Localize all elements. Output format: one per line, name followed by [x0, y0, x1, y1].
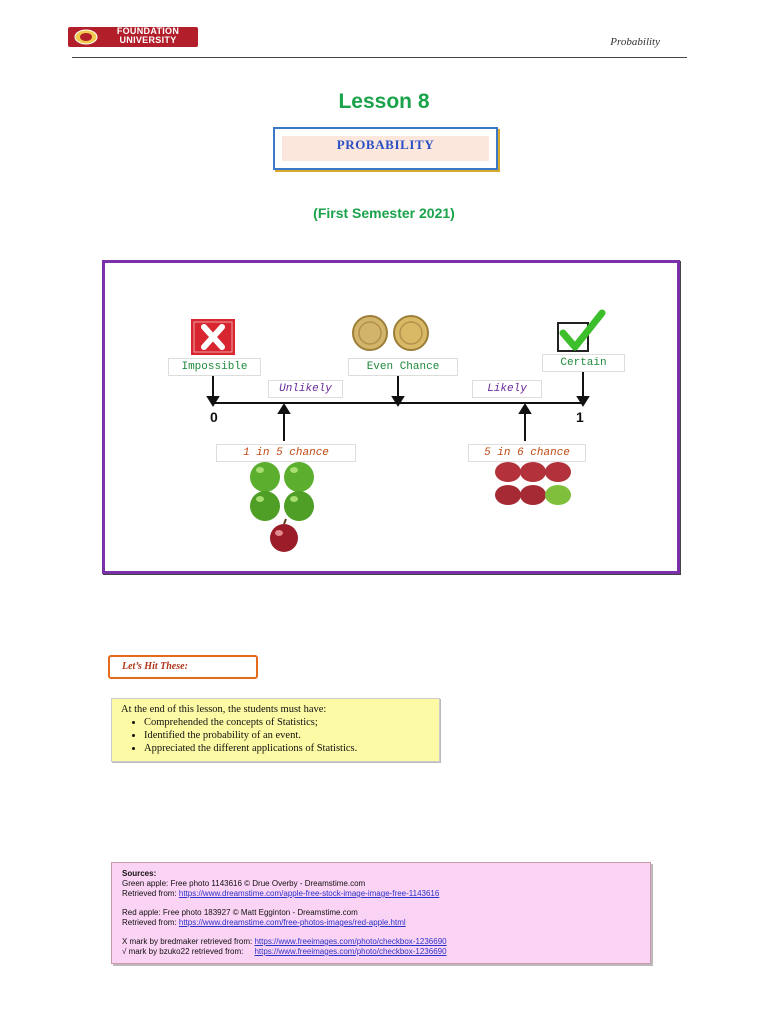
university-seal-icon	[74, 29, 98, 45]
scale-one: 1	[576, 409, 584, 425]
source-x-mark: X mark by bredmaker retrieved from: http…	[122, 937, 640, 947]
red-apple-icon	[495, 462, 571, 505]
green-apple-icon	[545, 485, 571, 505]
label-unlikely: Unlikely	[268, 380, 343, 398]
green-apple-link[interactable]: https://www.dreamstime.com/apple-free-st…	[178, 889, 440, 898]
check-mark-credit: √ mark by bzuko22 retrieved from:	[122, 947, 255, 956]
x-mark-icon	[191, 319, 235, 355]
arrow-unlikely	[277, 403, 291, 441]
semester-label: (First Semester 2021)	[313, 205, 455, 221]
coin-icon	[352, 315, 429, 351]
check-mark-icon	[557, 309, 606, 352]
objectives-box: At the end of this lesson, the students …	[111, 698, 440, 762]
arrow-impossible	[206, 375, 220, 407]
label-even-chance: Even Chance	[348, 358, 458, 376]
scale-zero: 0	[210, 409, 218, 425]
arrow-likely	[518, 403, 532, 441]
source-green-apple: Green apple: Free photo 1143616 © Drue O…	[122, 879, 366, 888]
probability-scale-diagram: Impossible Unlikely Even Chance Likely C…	[102, 260, 680, 574]
arrow-even	[391, 373, 405, 407]
x-mark-credit: X mark by bredmaker retrieved from:	[122, 937, 255, 946]
topic-box	[273, 127, 498, 170]
label-five-in-six: 5 in 6 chance	[468, 444, 586, 462]
objectives-intro: At the end of this lesson, the students …	[121, 704, 327, 715]
list-item: Identified the probability of an event.	[144, 729, 430, 742]
objectives-heading-box	[108, 655, 258, 679]
label-likely: Likely	[472, 380, 542, 398]
label-one-in-five: 1 in 5 chance	[216, 444, 356, 462]
list-item: Comprehended the concepts of Statistics;	[144, 716, 430, 729]
logo-text: FOUNDATION UNIVERSITY	[100, 27, 196, 45]
lesson-title: Lesson 8	[338, 90, 430, 113]
source-red-apple: Red apple: Free photo 183927 © Matt Eggi…	[122, 908, 358, 917]
red-apple-link[interactable]: https://www.dreamstime.com/free-photos-i…	[178, 918, 406, 927]
logo-text-top: FOUNDATION	[116, 26, 180, 36]
check-mark-link[interactable]: https://www.freeimages.com/photo/checkbo…	[254, 947, 447, 956]
red-apple-icon	[270, 518, 298, 552]
sources-box: Sources: Green apple: Free photo 1143616…	[111, 862, 651, 964]
retrieved-label: Retrieved from:	[122, 889, 179, 898]
objectives-list: Comprehended the concepts of Statistics;…	[121, 716, 430, 755]
retrieved-label: Retrieved from:	[122, 918, 179, 927]
logo-text-bottom: UNIVERSITY	[119, 35, 177, 45]
header-subject: Probability	[610, 36, 660, 48]
label-impossible: Impossible	[168, 358, 261, 376]
source-check-mark: √ mark by bzuko22 retrieved from: https:…	[122, 947, 640, 957]
label-certain: Certain	[542, 354, 625, 372]
university-logo	[68, 27, 198, 47]
list-item: Appreciated the different applications o…	[144, 742, 430, 755]
arrow-certain	[576, 371, 590, 407]
x-mark-link[interactable]: https://www.freeimages.com/photo/checkbo…	[254, 937, 447, 946]
source-green-apple-retrieved: Retrieved from: https://www.dreamstime.c…	[122, 889, 640, 899]
source-red-apple-retrieved: Retrieved from: https://www.dreamstime.c…	[122, 918, 640, 928]
sources-heading: Sources:	[122, 869, 157, 878]
probability-scale-drawing	[191, 309, 606, 552]
header-divider	[72, 57, 687, 58]
objectives-heading: Let’s Hit These:	[122, 661, 188, 672]
green-apple-icon	[250, 462, 314, 521]
topic-label: PROBABILITY	[336, 137, 435, 152]
